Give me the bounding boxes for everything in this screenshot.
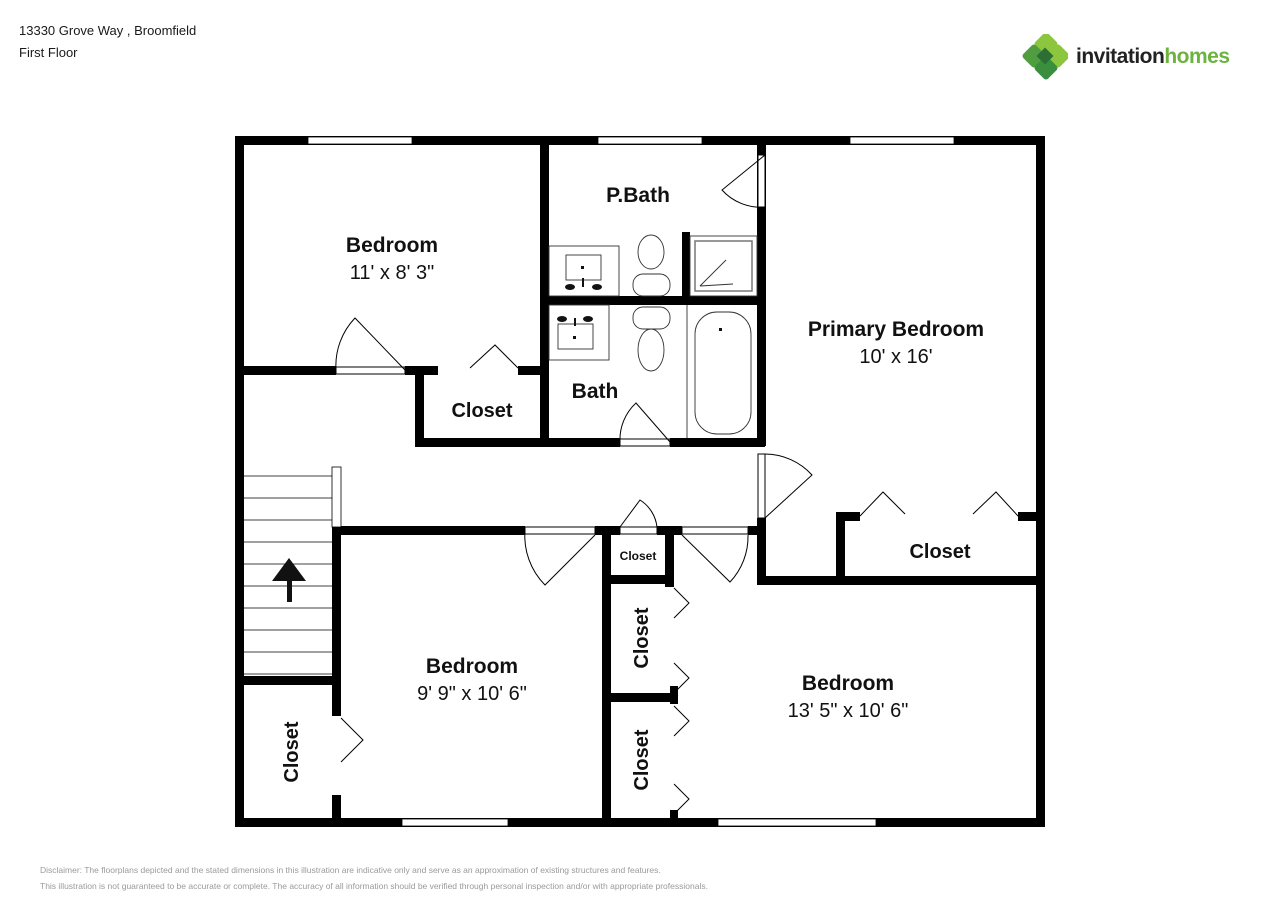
room-label-bedroom-sw: Bedroom <box>426 655 518 678</box>
property-header: 13330 Grove Way , Broomfield First Floor <box>19 20 196 64</box>
address: 13330 Grove Way , Broomfield <box>19 23 197 38</box>
room-label-closet-primary: Closet <box>909 541 970 563</box>
room-label-bedroom-nw: Bedroom <box>346 234 438 257</box>
room-label-closet-small: Closet <box>620 549 657 563</box>
room-label-closet-mid-upper: Closet <box>631 607 653 668</box>
room-label-closet-sw: Closet <box>281 721 303 782</box>
windows <box>307 136 955 827</box>
staircase <box>244 466 342 675</box>
bathtub-icon <box>694 311 752 435</box>
doors <box>335 154 1019 815</box>
floor-label: First Floor <box>19 45 78 60</box>
invitation-homes-logo: invitationhomes <box>1022 34 1230 80</box>
disclaimer-line-1: Disclaimer: The floorplans depicted and … <box>40 865 661 875</box>
clover-icon <box>1022 34 1068 80</box>
room-label-primary-bedroom: Primary Bedroom <box>808 318 984 341</box>
shower-icon <box>694 240 753 292</box>
room-label-closet-nw: Closet <box>451 400 512 422</box>
logo-wordmark: invitationhomes <box>1076 45 1230 68</box>
room-label-bath: Bath <box>572 380 619 403</box>
room-dims-bedroom-se: 13' 5" x 10' 6" <box>788 700 909 722</box>
room-dims-primary-bedroom: 10' x 16' <box>859 346 932 368</box>
room-label-closet-mid-lower: Closet <box>631 729 653 790</box>
room-dims-bedroom-sw: 9' 9" x 10' 6" <box>417 683 527 705</box>
room-dims-bedroom-nw: 11' x 8' 3" <box>350 262 434 284</box>
arrow-up-icon <box>272 558 306 602</box>
room-label-bedroom-se: Bedroom <box>802 672 894 695</box>
disclaimer: Disclaimer: The floorplans depicted and … <box>40 862 708 894</box>
room-label-pbath: P.Bath <box>606 184 670 207</box>
disclaimer-line-2: This illustration is not guaranteed to b… <box>40 881 708 891</box>
toilet-icon <box>637 328 665 372</box>
bath-fixtures <box>548 234 758 438</box>
toilet-icon <box>637 234 665 270</box>
